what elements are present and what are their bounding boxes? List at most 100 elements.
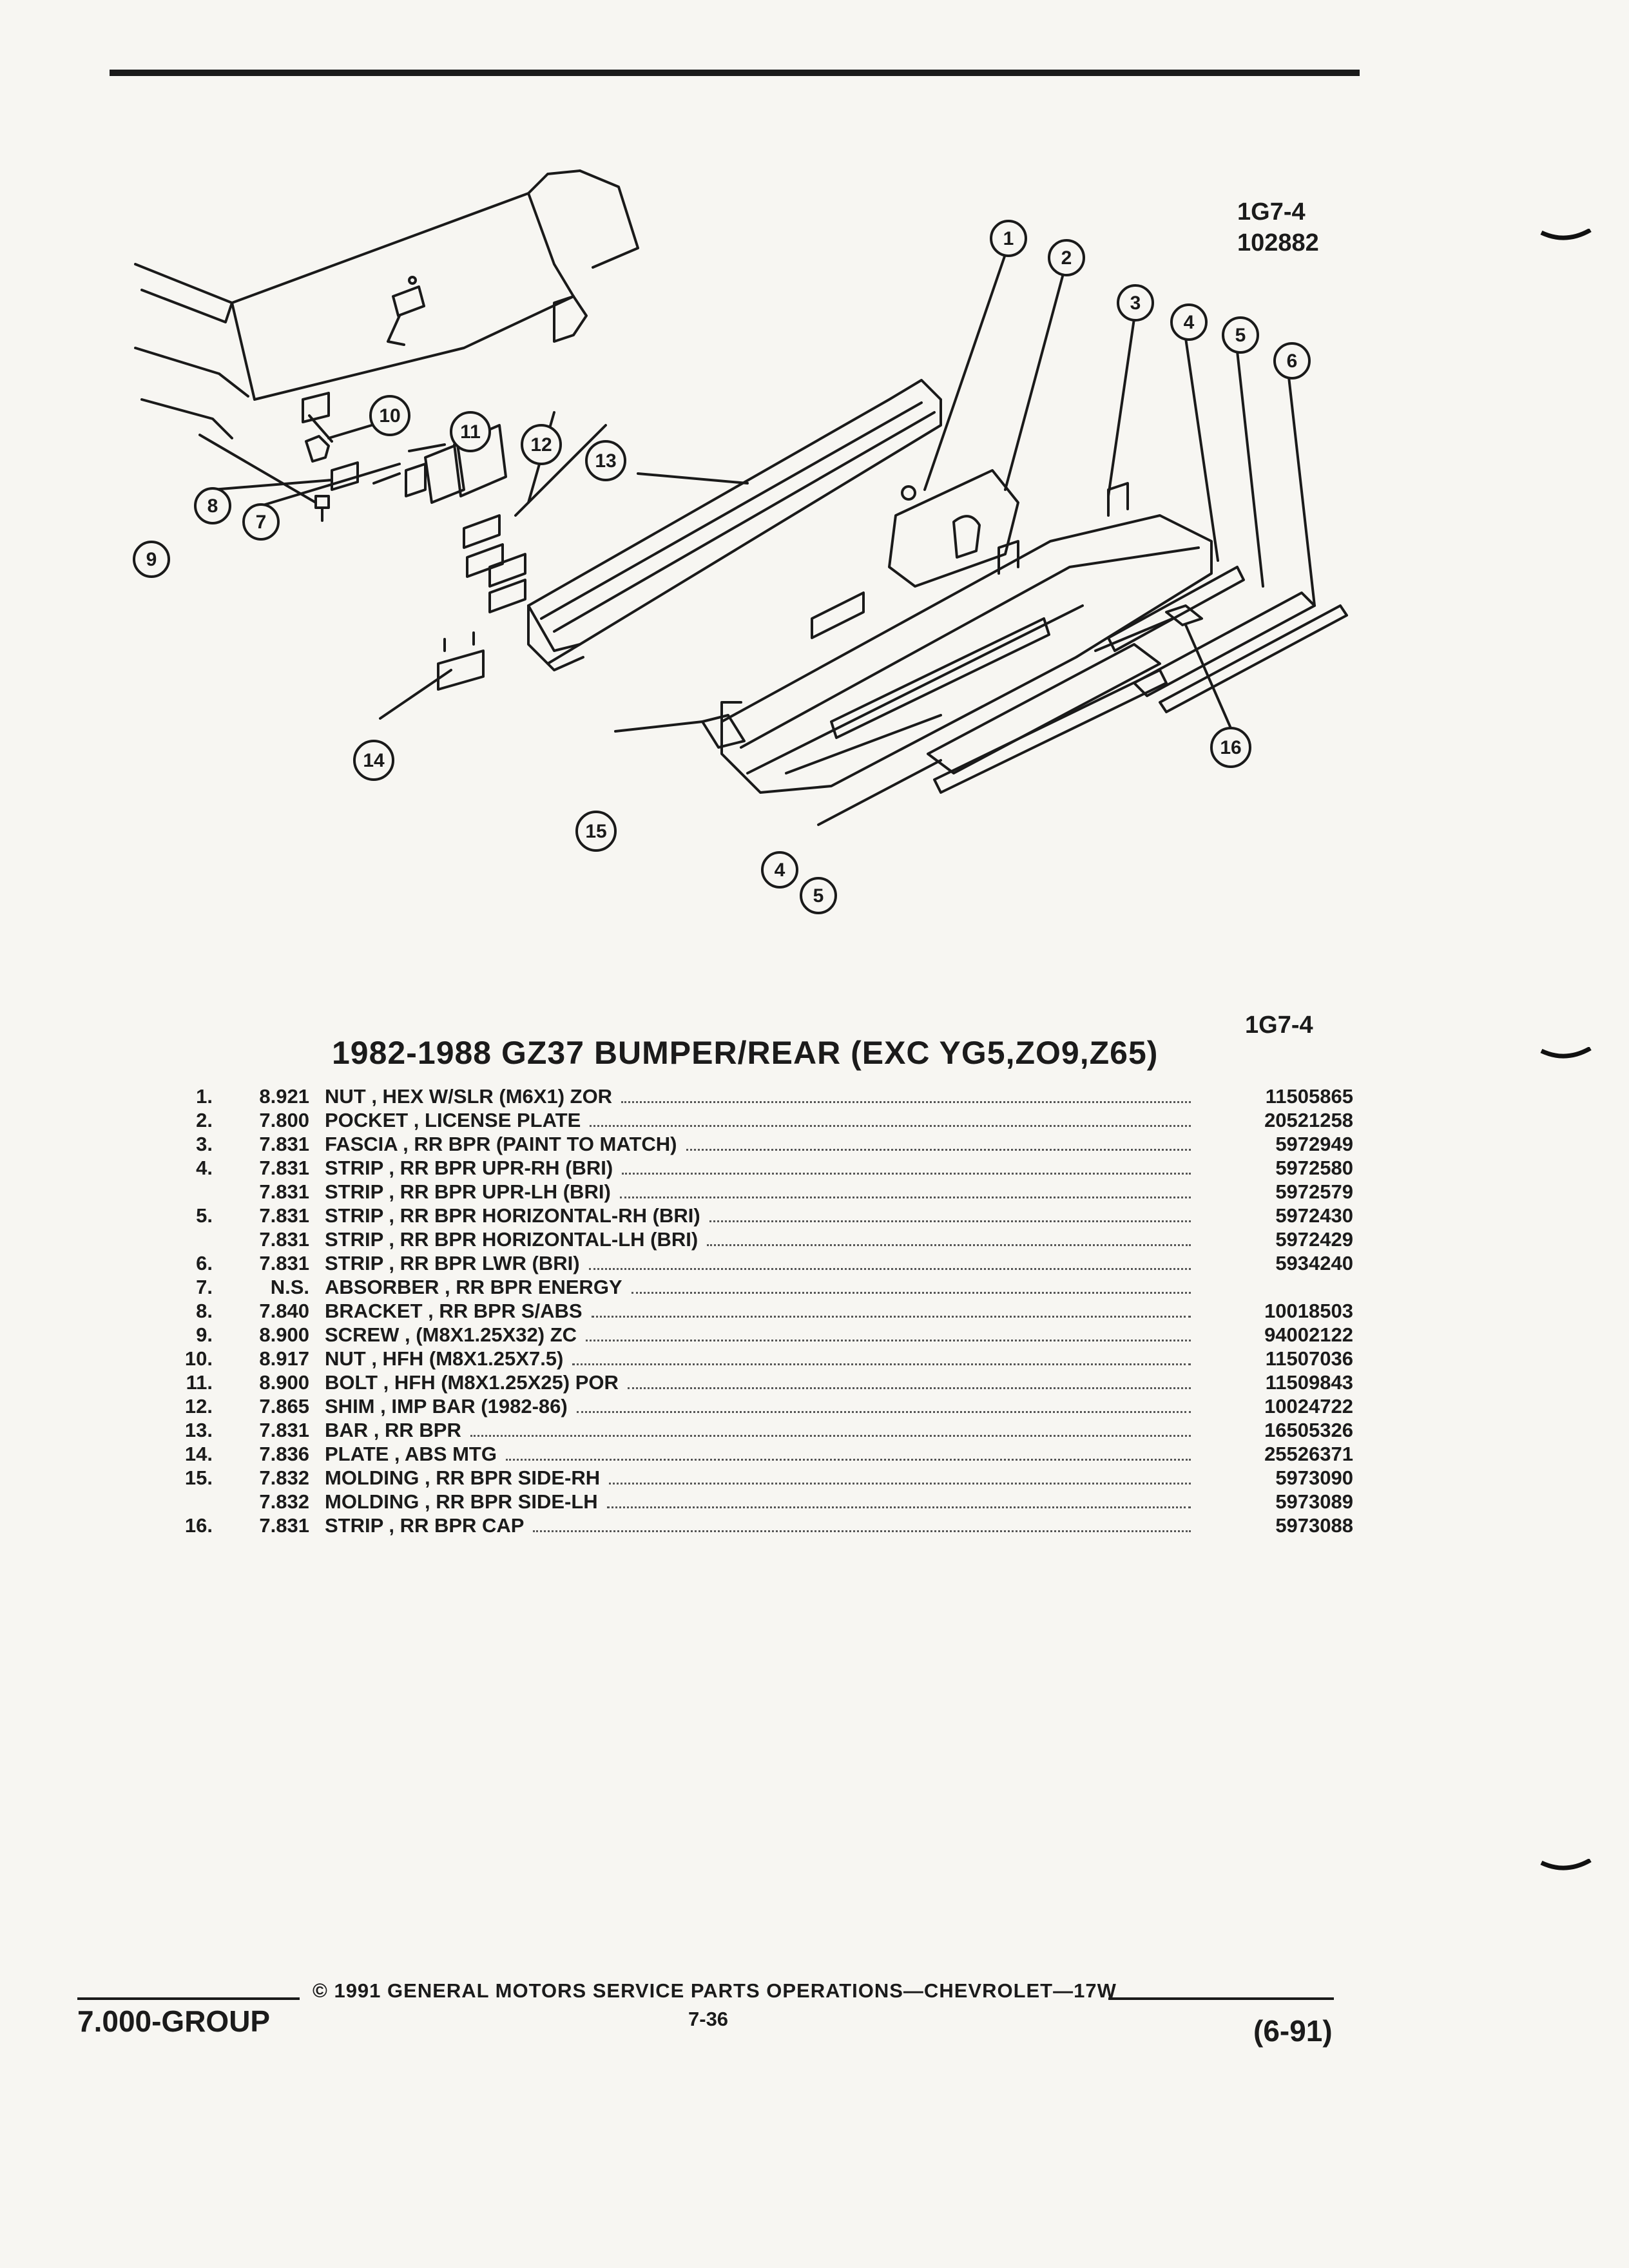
callout-15: 15 (575, 811, 617, 852)
callout-1: 1 (990, 220, 1027, 257)
group-number: 7.831 (259, 1132, 309, 1155)
impact-bar-13 (527, 379, 942, 671)
leader-dots (586, 1339, 1191, 1341)
svg-text:9: 9 (146, 549, 157, 570)
svg-text:11: 11 (460, 421, 481, 443)
callout-5: 5 (1222, 316, 1259, 354)
svg-text:4: 4 (1184, 312, 1195, 333)
item-number: 12. (184, 1394, 213, 1418)
description-text: SHIM , IMP BAR (1982-86) (325, 1394, 568, 1418)
svg-text:5: 5 (813, 885, 824, 907)
group-number: 7.865 (259, 1394, 309, 1418)
svg-text:15: 15 (585, 821, 606, 842)
leader-dots (533, 1530, 1191, 1532)
item-number: 13. (184, 1418, 213, 1441)
part-number: 5973089 (1275, 1490, 1353, 1513)
leader-dots (631, 1291, 1191, 1294)
leader-dots (591, 1315, 1191, 1318)
svg-text:5: 5 (1235, 325, 1246, 346)
item-number: 15. (184, 1466, 213, 1489)
molding-15 (701, 714, 746, 749)
svg-text:1: 1 (1003, 228, 1014, 249)
footer-page-number: 7-36 (688, 2008, 729, 2030)
part-description: SHIM , IMP BAR (1982-86) (325, 1395, 1205, 1418)
leader-dots (627, 1387, 1191, 1389)
group-number: 8.921 (259, 1084, 309, 1108)
part-description: STRIP , RR BPR CAP (325, 1514, 1205, 1537)
item-number: 11. (186, 1370, 213, 1394)
part-description: STRIP , RR BPR UPR-RH (BRI) (325, 1157, 1205, 1180)
group-number: 8.917 (259, 1347, 309, 1370)
part-description: STRIP , RR BPR HORIZONTAL-RH (BRI) (325, 1204, 1205, 1227)
part-number: 5934240 (1275, 1251, 1353, 1274)
parts-row: 7.N.S.ABSORBER , RR BPR ENERGY (155, 1275, 1353, 1299)
group-number: 7.831 (259, 1180, 309, 1203)
part-number: 16505326 (1264, 1418, 1353, 1441)
callout-2: 2 (1048, 239, 1085, 276)
description-text: NUT , HFH (M8X1.25X7.5) (325, 1347, 564, 1370)
part-description: FASCIA , RR BPR (PAINT TO MATCH) (325, 1133, 1205, 1156)
callout-14: 14 (353, 740, 394, 781)
description-text: STRIP , RR BPR UPR-LH (BRI) (325, 1180, 611, 1203)
group-number: 7.831 (259, 1514, 309, 1537)
item-number: 5. (196, 1204, 213, 1227)
callout-3: 3 (1117, 284, 1154, 322)
item-number: 2. (196, 1108, 213, 1131)
part-description: BRACKET , RR BPR S/ABS (325, 1300, 1205, 1323)
svg-text:2: 2 (1061, 247, 1072, 269)
group-number: 8.900 (259, 1323, 309, 1346)
callout-12: 12 (521, 424, 562, 465)
svg-text:7: 7 (256, 512, 267, 533)
strip-6 (1159, 604, 1348, 713)
description-text: FASCIA , RR BPR (PAINT TO MATCH) (325, 1132, 677, 1155)
part-description: PLATE , ABS MTG (325, 1443, 1205, 1466)
group-number: 7.800 (259, 1108, 309, 1131)
footer-rule-right (1108, 1997, 1334, 2000)
group-number: 7.840 (259, 1299, 309, 1322)
description-text: STRIP , RR BPR UPR-RH (BRI) (325, 1156, 613, 1179)
strip-5-lh (927, 643, 1161, 774)
description-text: POCKET , LICENSE PLATE (325, 1108, 581, 1131)
exploded-view-diagram: 1 2 3 4 5 6 7 8 9 10 11 12 13 14 15 16 4… (133, 169, 1348, 914)
footer-date: (6-91) (1253, 2014, 1333, 2048)
table-ref-code: 1G7-4 (1245, 1012, 1313, 1039)
part-number: 5973090 (1275, 1466, 1353, 1489)
screw-9 (314, 495, 330, 522)
strip-lower (933, 669, 1168, 794)
description-text: MOLDING , RR BPR SIDE-RH (325, 1466, 601, 1489)
svg-text:16: 16 (1220, 737, 1241, 758)
part-description: STRIP , RR BPR HORIZONTAL-LH (BRI) (325, 1228, 1205, 1251)
group-number: N.S. (270, 1275, 309, 1298)
bracket-8 (331, 461, 359, 491)
leader-dots (622, 1172, 1191, 1175)
fascia-3 (720, 482, 1213, 794)
description-text: STRIP , RR BPR CAP (325, 1514, 525, 1537)
group-number: 7.831 (259, 1418, 309, 1441)
callout-9: 9 (133, 541, 170, 578)
description-text: SCREW , (M8X1.25X32) ZC (325, 1323, 577, 1346)
footer-copyright: © 1991 GENERAL MOTORS SERVICE PARTS OPER… (313, 1979, 1117, 2002)
part-description: STRIP , RR BPR LWR (BRI) (325, 1252, 1205, 1275)
description-text: STRIP , RR BPR HORIZONTAL-RH (BRI) (325, 1204, 700, 1227)
part-number: 20521258 (1264, 1108, 1353, 1131)
part-description: NUT , HFH (M8X1.25X7.5) (325, 1347, 1205, 1370)
part-description: STRIP , RR BPR UPR-LH (BRI) (325, 1180, 1205, 1204)
part-description: ABSORBER , RR BPR ENERGY (325, 1276, 1205, 1299)
part-number: 5972429 (1275, 1227, 1353, 1251)
callout-8: 8 (194, 487, 231, 524)
description-text: PLATE , ABS MTG (325, 1442, 497, 1465)
group-number: 7.831 (259, 1227, 309, 1251)
top-rule (110, 70, 1360, 76)
item-number: 9. (196, 1323, 213, 1346)
callout-6: 6 (1273, 342, 1311, 380)
part-description: BOLT , HFH (M8X1.25X25) POR (325, 1371, 1205, 1394)
nut-1 (901, 485, 916, 501)
binder-mark (1540, 229, 1592, 240)
part-description: MOLDING , RR BPR SIDE-LH (325, 1490, 1205, 1514)
group-number: 7.832 (259, 1466, 309, 1489)
svg-text:8: 8 (207, 495, 218, 517)
